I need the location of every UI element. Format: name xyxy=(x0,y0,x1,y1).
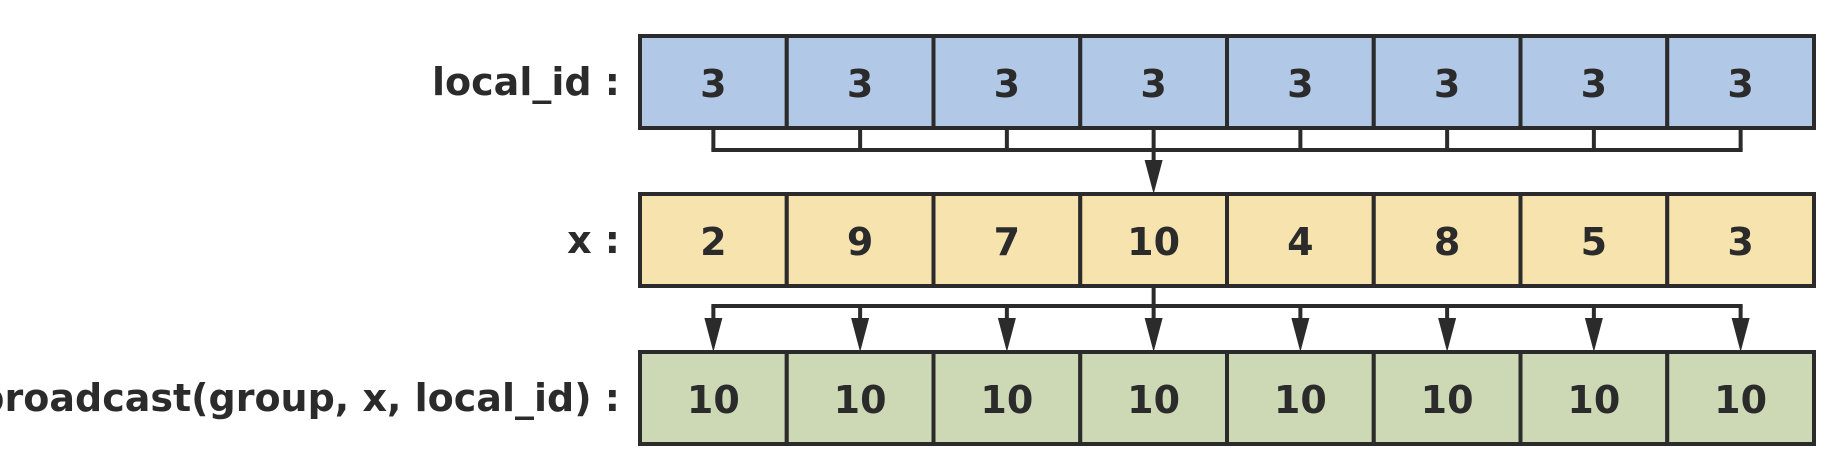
local_id-cell xyxy=(1518,34,1670,130)
broadcast-cell-value: 10 xyxy=(1127,378,1180,422)
x-cell xyxy=(1665,192,1816,288)
x-cell xyxy=(638,192,789,288)
broadcast-arrow xyxy=(1584,318,1603,352)
x-cell-value: 2 xyxy=(700,220,726,264)
x-cell-value: 9 xyxy=(847,220,873,264)
row-x: x : 2 9 7 10 4 8 5 3 xyxy=(567,192,1816,288)
broadcast-arrow xyxy=(704,318,723,352)
x-cell-value: 8 xyxy=(1434,220,1460,264)
broadcast-arrow xyxy=(1438,318,1457,352)
broadcast-cell xyxy=(638,350,789,446)
x-cell xyxy=(1078,192,1229,288)
row-label-x: x : xyxy=(567,218,620,262)
connectors xyxy=(704,128,1750,352)
broadcast-cell-value: 10 xyxy=(1567,378,1620,422)
broadcast-cell xyxy=(1665,350,1816,446)
local_id-cell-value: 3 xyxy=(700,62,726,106)
broadcast-arrow xyxy=(1731,318,1750,352)
local_id-cell-value: 3 xyxy=(1434,62,1460,106)
x-cell-value: 7 xyxy=(994,220,1020,264)
x-cell-value: 3 xyxy=(1727,220,1753,264)
broadcast-cell xyxy=(1078,350,1229,446)
broadcast-arrow xyxy=(1291,318,1310,352)
local_id-cell xyxy=(1078,34,1229,130)
broadcast-cell-value: 10 xyxy=(980,378,1033,422)
local_id-cell xyxy=(1371,34,1523,130)
x-cell xyxy=(931,192,1083,288)
row-label-broadcast: broadcast(group, x, local_id) : xyxy=(0,376,620,420)
row-label-local_id: local_id : xyxy=(432,60,620,104)
local_id-cell xyxy=(1665,34,1816,130)
broadcast-cell-value: 10 xyxy=(834,378,887,422)
row-local_id: local_id : 3 3 3 3 3 3 3 3 xyxy=(432,34,1816,130)
broadcast-cell-value: 10 xyxy=(1714,378,1767,422)
local_id-cell xyxy=(784,34,936,130)
local_id-cell-value: 3 xyxy=(1727,62,1753,106)
x-cell-value: 10 xyxy=(1127,220,1180,264)
broadcast-cell-value: 10 xyxy=(1274,378,1327,422)
broadcast-cell-value: 10 xyxy=(687,378,740,422)
select-arrow xyxy=(1144,160,1163,194)
broadcast-arrow xyxy=(997,318,1016,352)
rows: local_id : 3 3 3 3 3 3 3 3 x : 2 9 7 10 4 8 5 3 broadcast(… xyxy=(0,34,1816,446)
x-cell xyxy=(784,192,936,288)
broadcast-arrow xyxy=(851,318,870,352)
x-cell xyxy=(1225,192,1376,288)
local_id-cell xyxy=(1225,34,1376,130)
broadcast-cell-value: 10 xyxy=(1421,378,1474,422)
row-broadcast: broadcast(group, x, local_id) : 10 10 10 10 1… xyxy=(0,350,1816,446)
local_id-cell-value: 3 xyxy=(1140,62,1166,106)
x-cell xyxy=(1518,192,1670,288)
local_id-cell-value: 3 xyxy=(1581,62,1607,106)
broadcast-arrow xyxy=(1144,318,1163,352)
local_id-cell-value: 3 xyxy=(994,62,1020,106)
broadcast-cell xyxy=(784,350,936,446)
local_id-cell-value: 3 xyxy=(847,62,873,106)
x-cell-value: 5 xyxy=(1581,220,1607,264)
x-cell-value: 4 xyxy=(1287,220,1313,264)
broadcast-cell xyxy=(1518,350,1670,446)
local_id-cell-value: 3 xyxy=(1287,62,1313,106)
broadcast-cell xyxy=(931,350,1083,446)
